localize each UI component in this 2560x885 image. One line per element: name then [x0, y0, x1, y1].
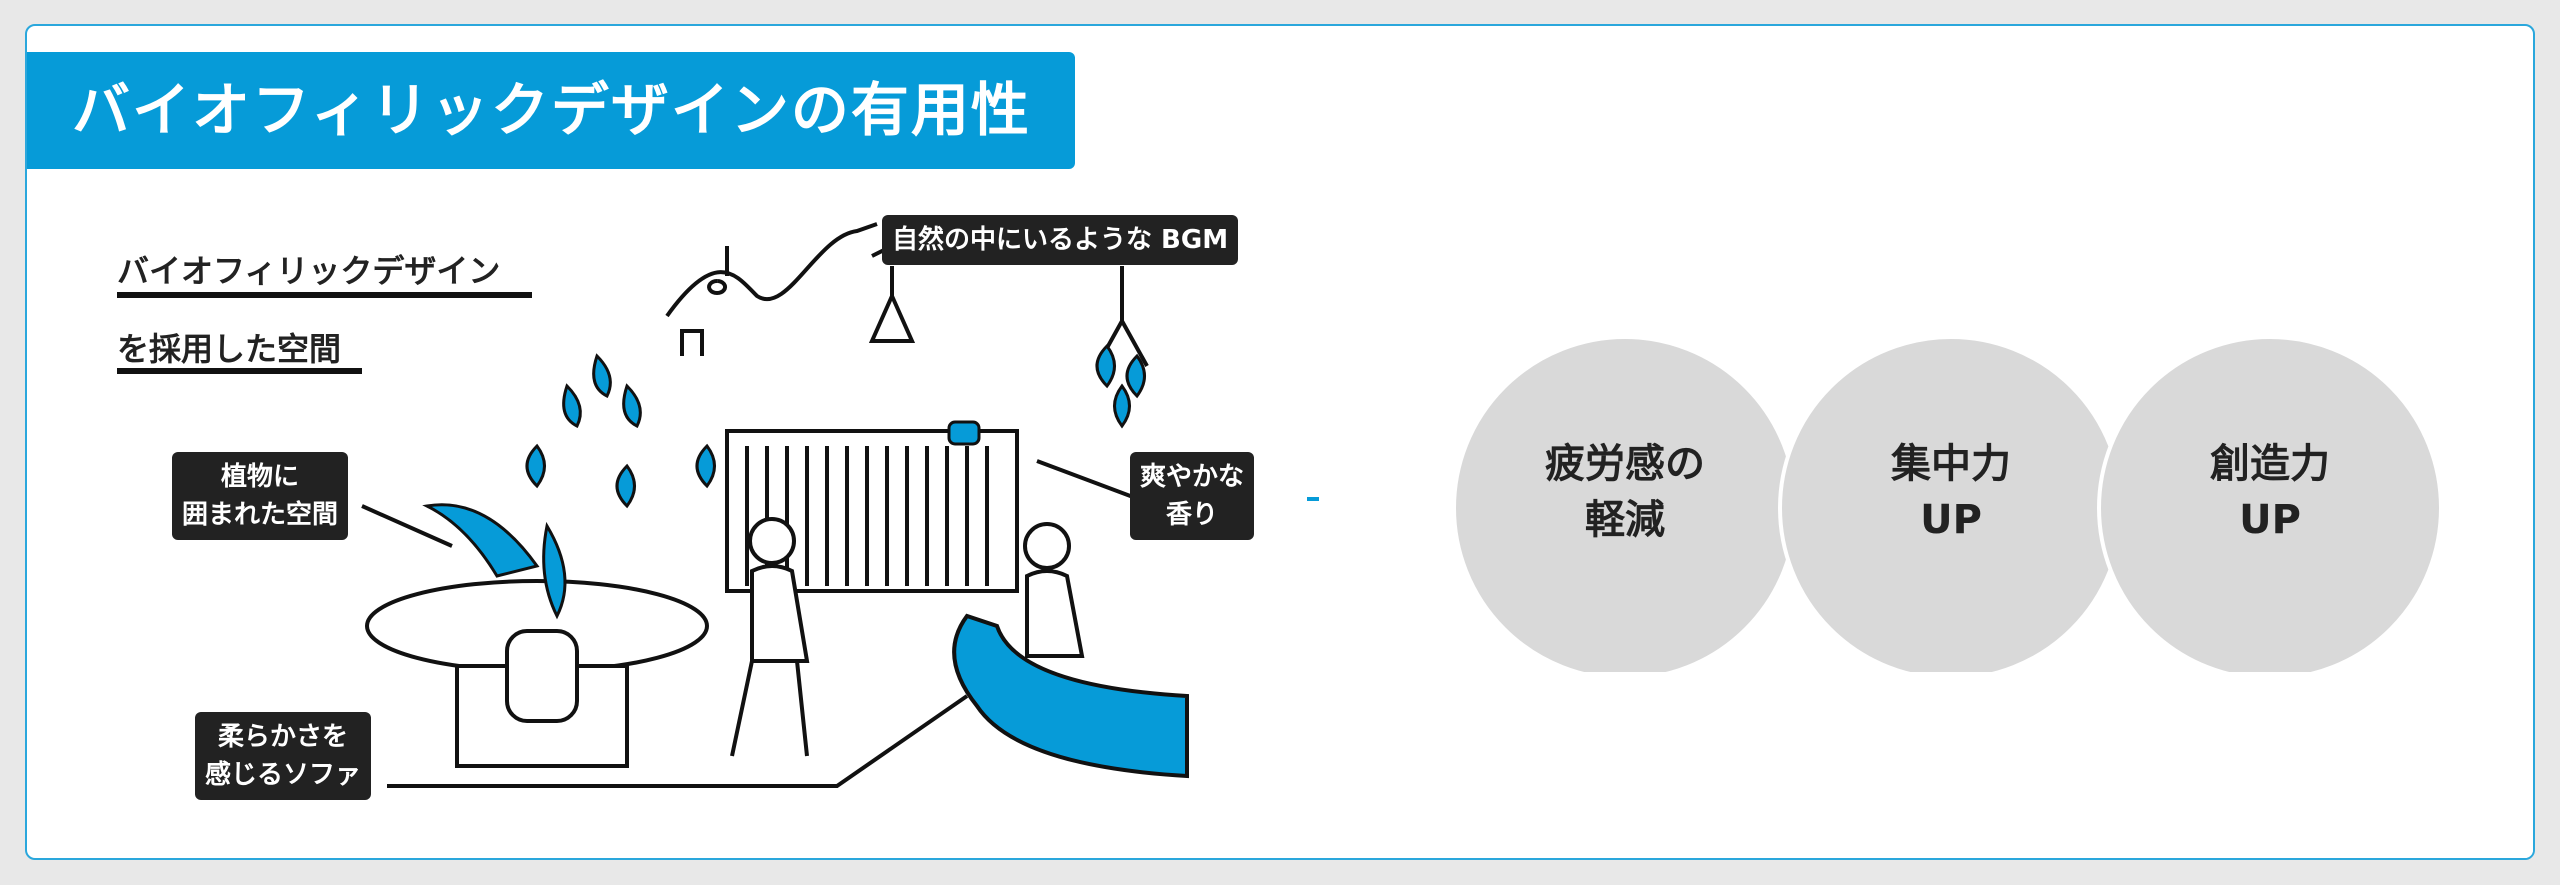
label-line: 柔らかさを — [218, 722, 349, 752]
benefit-text: 集中力 UP — [1778, 436, 2124, 548]
plant-leaves-icon — [422, 343, 1146, 620]
label-line: 植物に — [221, 462, 300, 492]
person-icon — [1023, 522, 1071, 570]
label-bgm: 自然の中にいるような BGM — [882, 215, 1239, 265]
benefit-line: 軽減 — [1585, 497, 1665, 543]
page-title: バイオフィリックデザインの有用性 — [27, 52, 1075, 169]
chair — [505, 629, 579, 723]
infographic-card: バイオフィリックデザインの有用性 バイオフィリックデザイン を採用した空間 — [25, 24, 2535, 860]
benefit-line: UP — [1920, 497, 1982, 543]
office-illustration — [361, 222, 1327, 788]
music-wave-icon — [665, 222, 878, 318]
label-line: 香り — [1166, 500, 1219, 530]
pendant-lamp-icon — [868, 266, 916, 343]
benefit-line: 集中力 — [1891, 441, 2011, 487]
label-line: 爽やかな — [1140, 462, 1245, 492]
label-scent: 爽やかな香り — [1130, 452, 1255, 540]
circle-clip — [1407, 672, 2533, 858]
subtitle-line1: バイオフィリックデザイン — [117, 252, 501, 290]
benefit-line: 疲労感の — [1545, 441, 1705, 487]
benefit-circle-fatigue — [1452, 335, 1798, 681]
subtitle-underline — [117, 292, 532, 298]
music-note-icon — [680, 329, 704, 356]
subtitle-underline — [117, 368, 362, 374]
label-sofa: 柔らかさを感じるソファ — [195, 712, 372, 800]
benefit-line: 創造力 — [2210, 441, 2330, 487]
subtitle-line2: を採用した空間 — [117, 330, 342, 368]
benefit-text: 創造力 UP — [2097, 436, 2443, 548]
benefit-line: UP — [2239, 497, 2301, 543]
person-icon — [748, 517, 796, 565]
sofa — [952, 613, 1189, 779]
benefit-text: 疲労感の軽減 — [1452, 436, 1798, 548]
label-plants: 植物に囲まれた空間 — [172, 452, 349, 540]
label-line: 囲まれた空間 — [182, 500, 339, 530]
label-line: 感じるソファ — [205, 760, 362, 790]
benefit-circle-creativity — [2097, 335, 2443, 681]
music-note-icon — [707, 246, 729, 295]
benefit-circle-focus — [1778, 335, 2124, 681]
